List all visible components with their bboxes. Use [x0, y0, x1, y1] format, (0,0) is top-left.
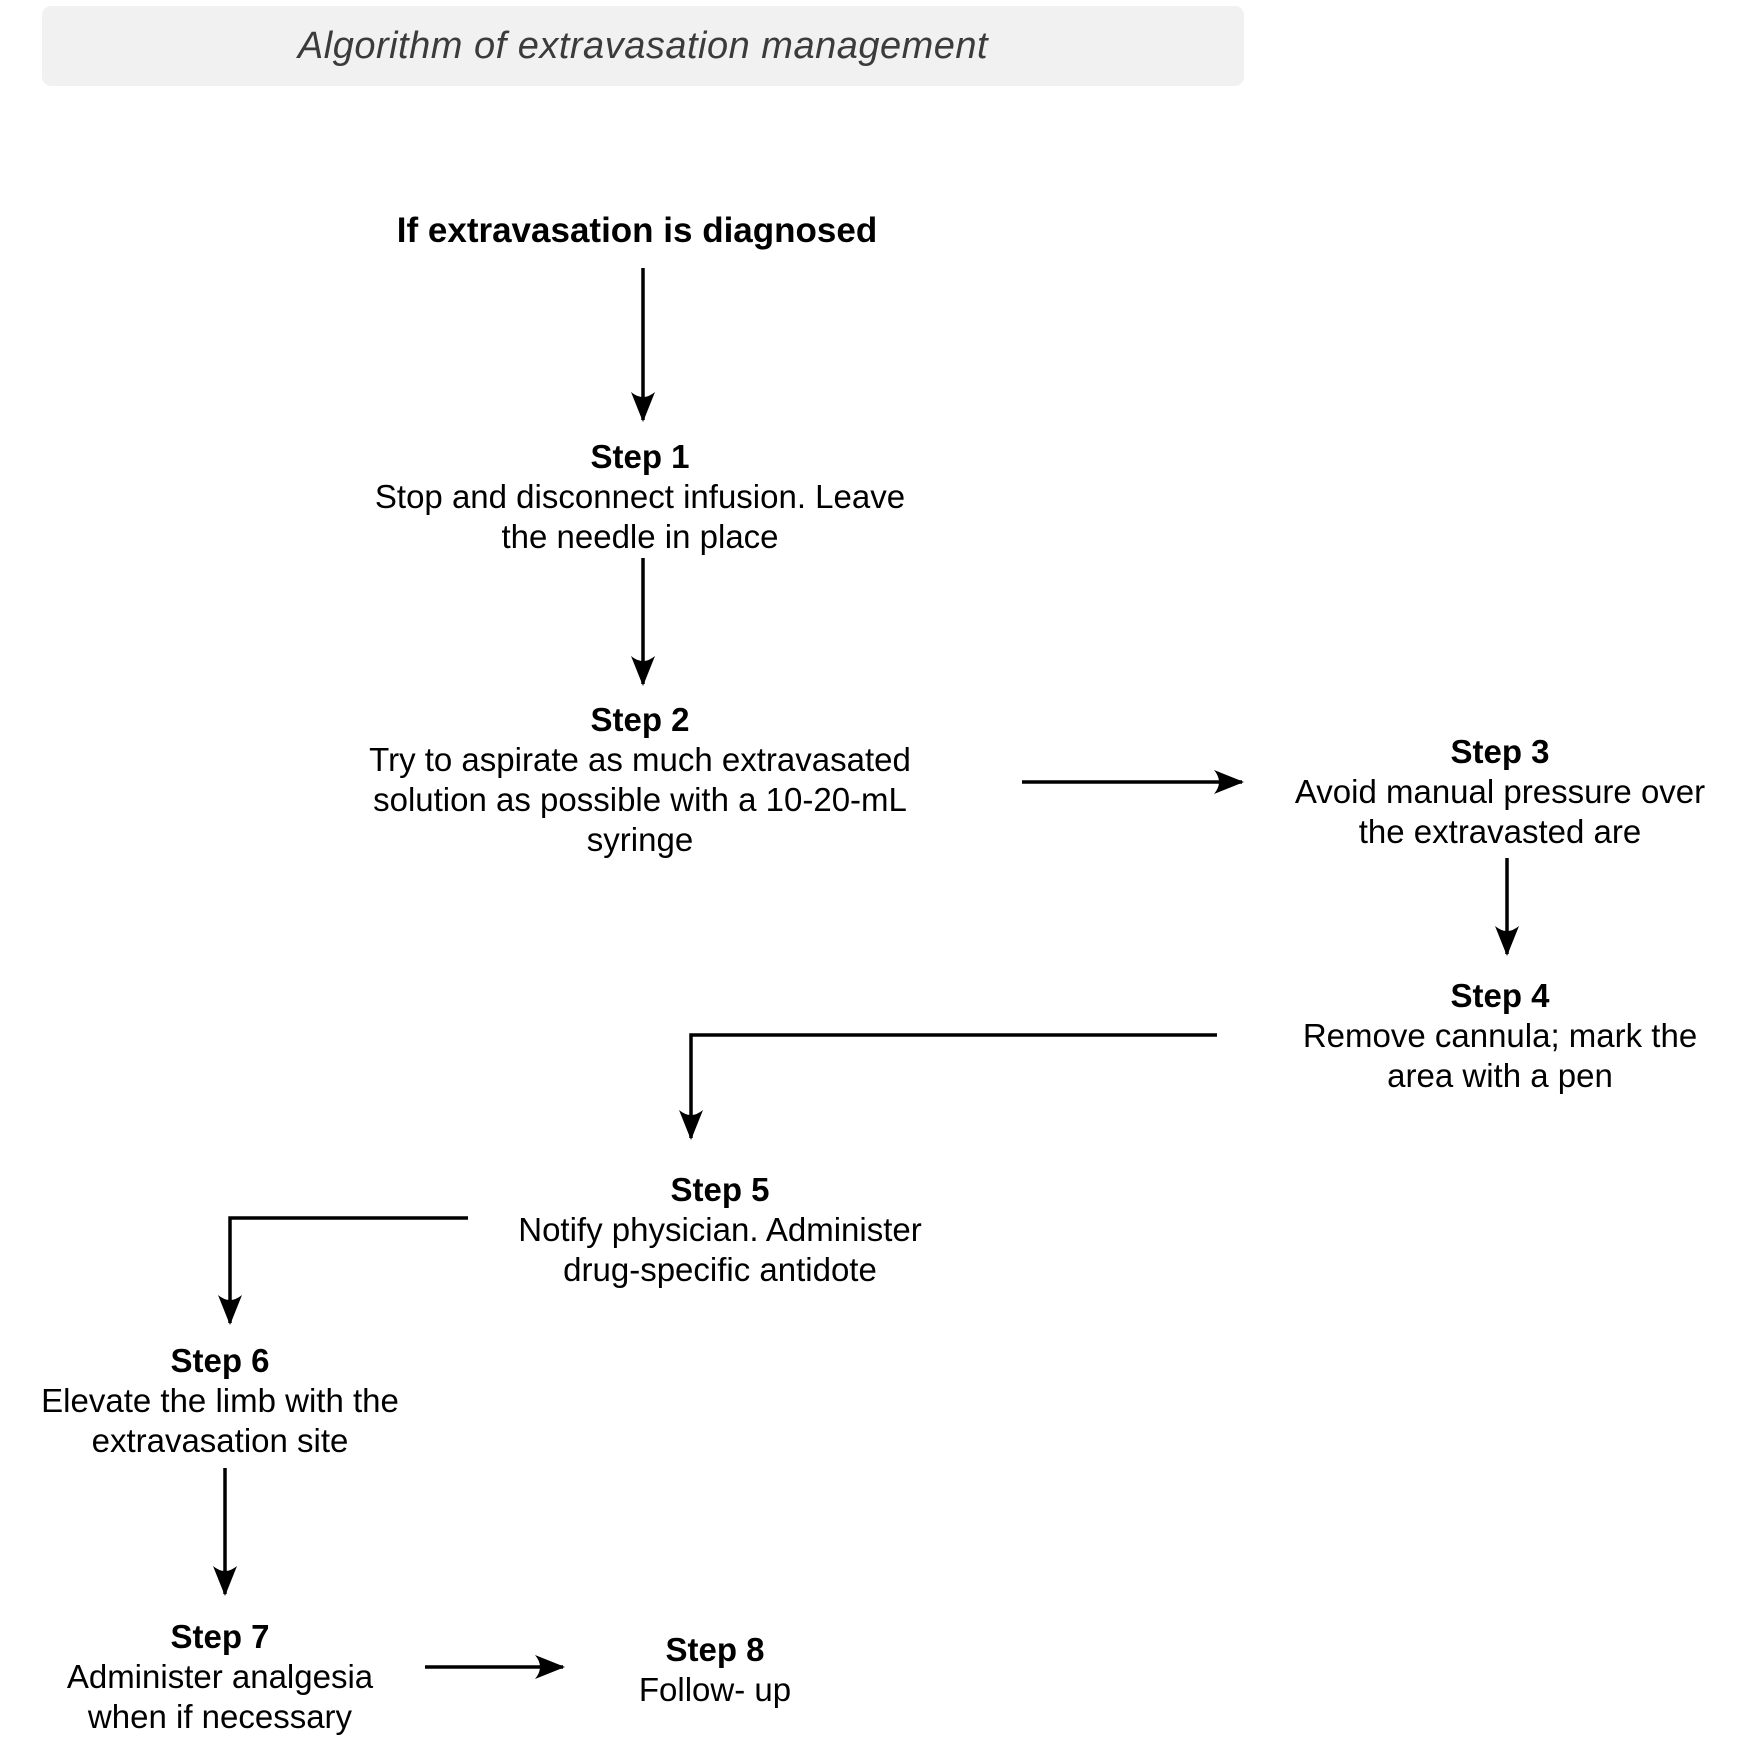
- step-3-title: Step 3: [1450, 733, 1550, 770]
- step-7-title: Step 7: [170, 1618, 270, 1655]
- start-node: If extravasation is diagnosed: [396, 211, 878, 250]
- step-2-node: Step 2 Try to aspirate as much extravasa…: [340, 700, 940, 860]
- step-3-text: the extravasted are: [1358, 813, 1642, 850]
- step-2-text: syringe: [586, 821, 694, 858]
- step-8-title: Step 8: [665, 1631, 765, 1668]
- step-4-text: Remove cannula; mark the: [1302, 1017, 1698, 1054]
- step-5-node: Step 5 Notify physician. Administer drug…: [420, 1170, 1020, 1290]
- step-7-node: Step 7 Administer analgesia when if nece…: [0, 1617, 440, 1737]
- step-1-title: Step 1: [590, 438, 690, 475]
- diagram-title-bar: Algorithm of extravasation management: [42, 6, 1244, 86]
- step-5-text: drug-specific antidote: [563, 1251, 877, 1288]
- step-8-node: Step 8 Follow- up: [515, 1630, 915, 1710]
- step-2-text: Try to aspirate as much extravasated: [369, 741, 911, 778]
- arrow-step4-to-step5: [679, 1033, 1217, 1140]
- step-7-text: when if necessary: [87, 1698, 353, 1735]
- step-6-node: Step 6 Elevate the limb with the extrava…: [0, 1341, 440, 1461]
- step-8-text: Follow- up: [638, 1671, 792, 1708]
- step-3-text: Avoid manual pressure over: [1294, 773, 1706, 810]
- step-4-title: Step 4: [1450, 977, 1550, 1014]
- diagram-title: Algorithm of extravasation management: [297, 24, 989, 67]
- step-6-text: Elevate the limb with the: [41, 1382, 399, 1419]
- step-2-text: solution as possible with a 10-20-mL: [373, 781, 907, 818]
- step-5-title: Step 5: [670, 1171, 770, 1208]
- step-6-text: extravasation site: [91, 1422, 349, 1459]
- step-5-text: Notify physician. Administer: [518, 1211, 922, 1248]
- step-6-title: Step 6: [170, 1342, 270, 1379]
- step-1-text: the needle in place: [501, 518, 779, 555]
- step-1-text: Stop and disconnect infusion. Leave: [374, 478, 906, 515]
- step-7-text: Administer analgesia: [66, 1658, 374, 1695]
- step-3-node: Step 3 Avoid manual pressure over the ex…: [1250, 732, 1750, 852]
- step-4-node: Step 4 Remove cannula; mark the area wit…: [1250, 976, 1750, 1096]
- step-1-node: Step 1 Stop and disconnect infusion. Lea…: [340, 437, 940, 557]
- step-2-title: Step 2: [590, 701, 690, 738]
- step-4-text: area with a pen: [1387, 1057, 1613, 1094]
